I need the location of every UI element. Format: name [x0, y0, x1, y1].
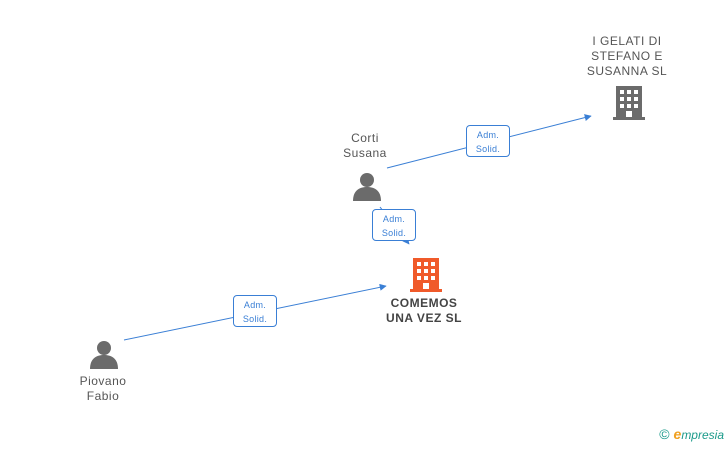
building-icon[interactable]	[410, 256, 442, 292]
copyright-icon: ©	[659, 426, 670, 442]
edge-label-line1: Adm.	[382, 214, 406, 224]
edge-label-line2: Solid.	[242, 314, 268, 324]
edge-label-line1: Adm.	[243, 300, 267, 310]
node-label-comemos[interactable]: COMEMOS UNA VEZ SL	[386, 296, 462, 325]
person-icon[interactable]	[352, 171, 382, 201]
edge-label-corti-gelati[interactable]: Adm. Solid.	[466, 125, 510, 157]
edge-label-line2: Solid.	[381, 228, 407, 238]
node-label-corti[interactable]: Corti Susana	[343, 131, 387, 160]
brand-name: empresia	[673, 426, 724, 442]
edge-label-corti-comemos[interactable]: Adm. Solid.	[372, 209, 416, 241]
edge-label-piovano-comemos[interactable]: Adm. Solid.	[233, 295, 277, 327]
brand-logo: © empresia	[659, 426, 724, 442]
edge-label-line1: Adm.	[476, 130, 500, 140]
edge-label-line2: Solid.	[475, 144, 501, 154]
building-icon[interactable]	[613, 84, 645, 120]
person-icon[interactable]	[89, 339, 119, 369]
node-label-gelati[interactable]: I GELATI DI STEFANO E SUSANNA SL	[586, 34, 668, 78]
node-label-piovano[interactable]: Piovano Fabio	[79, 374, 127, 403]
